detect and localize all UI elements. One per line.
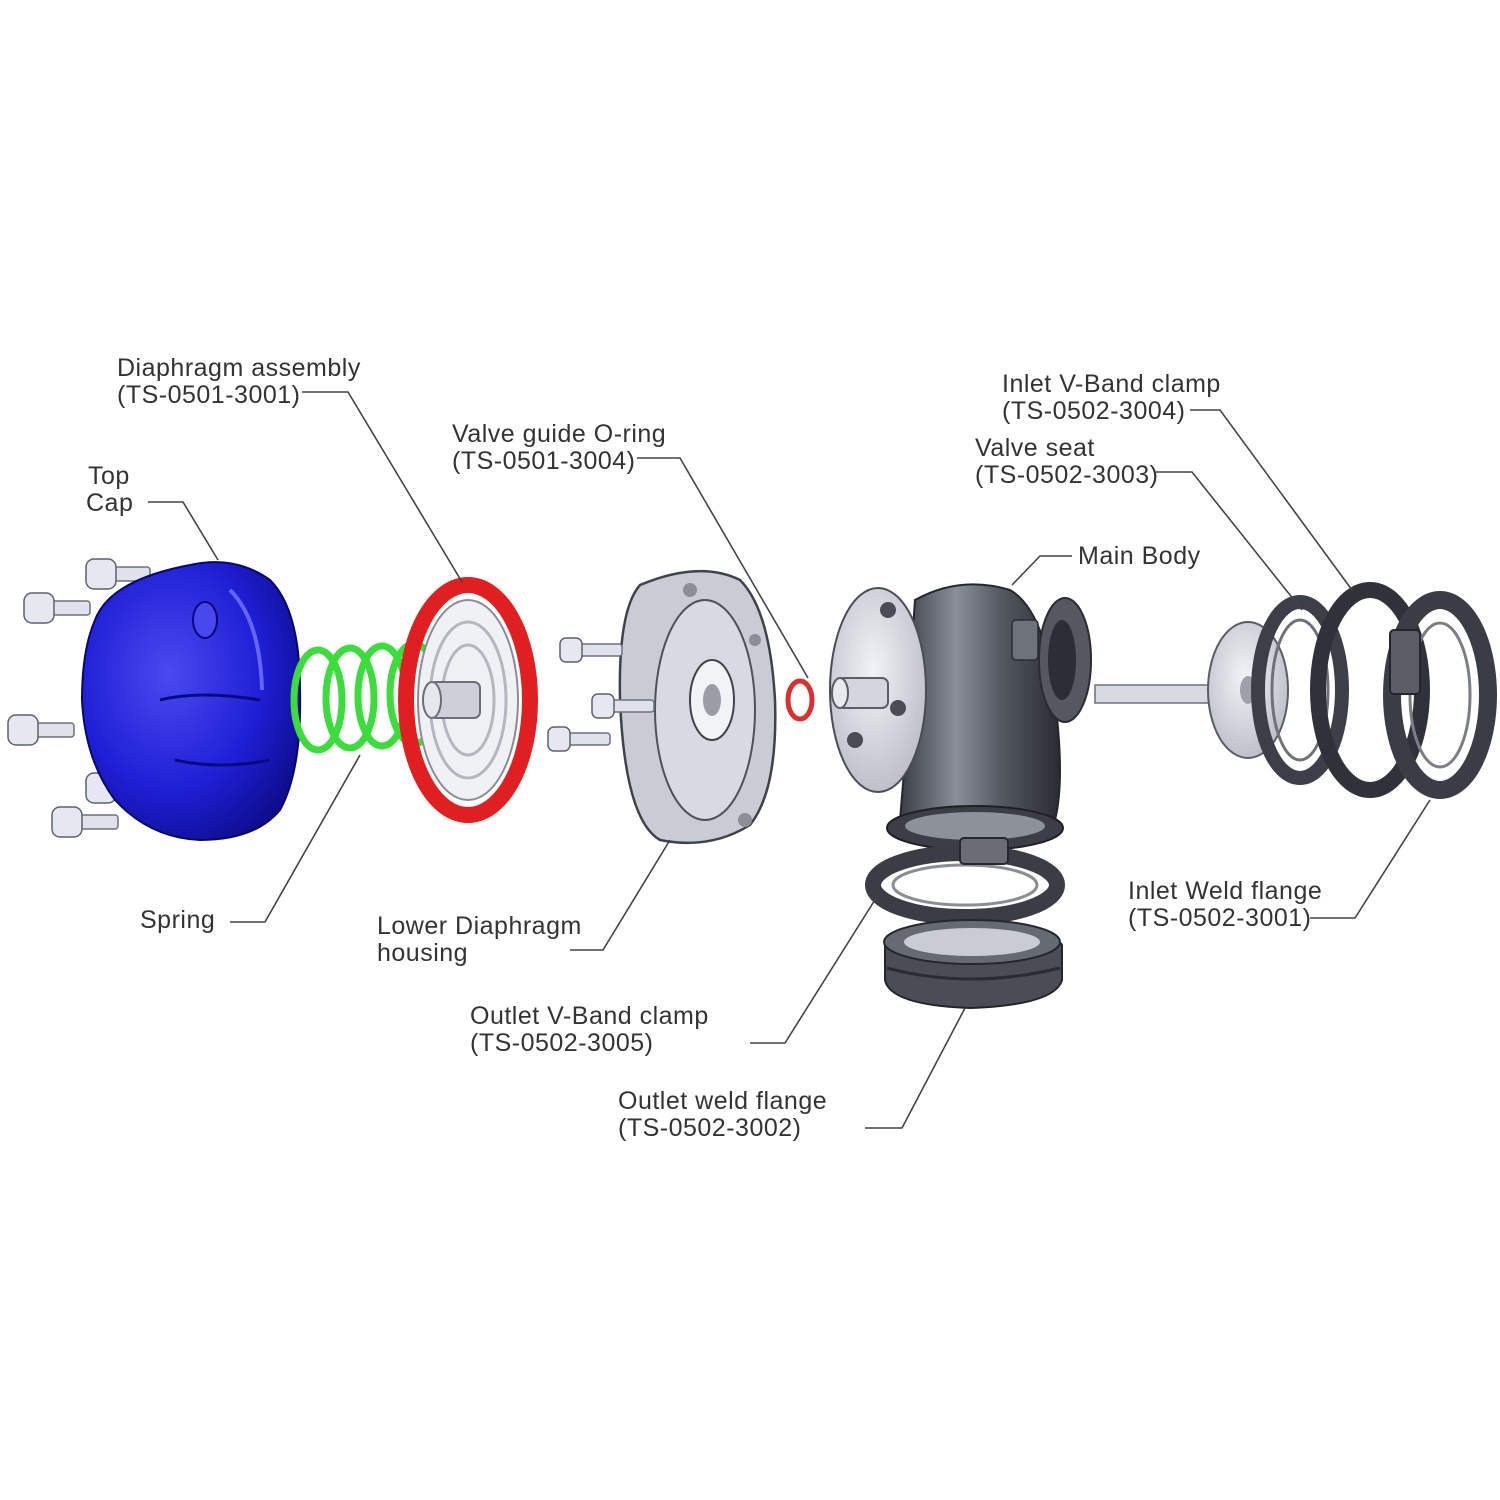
spring-coil xyxy=(290,646,346,754)
label-spring: Spring xyxy=(140,906,215,934)
part-outlet-weld-flange: (TS-0502-3002) xyxy=(618,1114,801,1142)
part-inlet-vband-clamp: (TS-0502-3004) xyxy=(1002,397,1185,425)
label-inlet-vband-clamp: Inlet V-Band clamp xyxy=(1002,370,1221,398)
label-main-body: Main Body xyxy=(1078,542,1201,570)
leader-lines xyxy=(148,391,1431,1129)
bolt xyxy=(547,726,611,752)
outlet-vband-clamp xyxy=(865,837,1065,925)
inlet-vband-clamp xyxy=(1251,595,1349,785)
label-lower-diaphragm-housing-line1: Lower Diaphragm xyxy=(377,912,582,940)
bolt xyxy=(85,558,151,590)
spring-coil xyxy=(322,644,378,752)
inlet-weld-flange xyxy=(1310,582,1497,799)
bolt xyxy=(7,714,75,746)
label-top-cap-line2: Cap xyxy=(86,489,133,517)
label-outlet-vband-clamp: Outlet V-Band clamp xyxy=(470,1002,709,1030)
diaphragm-assembly xyxy=(398,577,538,823)
outlet-weld-flange xyxy=(883,919,1063,1010)
bolt xyxy=(51,806,119,838)
part-valve-seat: (TS-0502-3003) xyxy=(975,461,1158,489)
label-valve-seat: Valve seat xyxy=(975,434,1095,462)
valve-seat xyxy=(1207,621,1289,759)
bolt xyxy=(23,592,91,624)
label-inlet-weld-flange: Inlet Weld flange xyxy=(1128,877,1322,905)
label-diaphragm-assembly: Diaphragm assembly xyxy=(117,354,361,382)
label-top-cap-line1: Top xyxy=(88,462,130,490)
part-inlet-weld-flange: (TS-0502-3001) xyxy=(1128,904,1311,932)
part-diaphragm-assembly: (TS-0501-3001) xyxy=(117,381,300,409)
part-outlet-vband-clamp: (TS-0502-3005) xyxy=(470,1029,653,1057)
label-outlet-weld-flange: Outlet weld flange xyxy=(618,1087,827,1115)
bolt xyxy=(591,693,655,719)
bolt xyxy=(559,637,623,663)
lower-diaphragm-housing xyxy=(618,569,777,845)
labels: Diaphragm assembly (TS-0501-3001) Top Ca… xyxy=(86,354,1322,1142)
top-cap xyxy=(80,561,302,842)
label-lower-diaphragm-housing-line2: housing xyxy=(377,939,468,967)
label-valve-guide-oring: Valve guide O-ring xyxy=(452,420,666,448)
lower-housing-bolts xyxy=(547,637,655,752)
main-body xyxy=(829,583,1092,851)
valve-guide-oring xyxy=(785,678,815,722)
part-valve-guide-oring: (TS-0501-3004) xyxy=(452,447,635,475)
